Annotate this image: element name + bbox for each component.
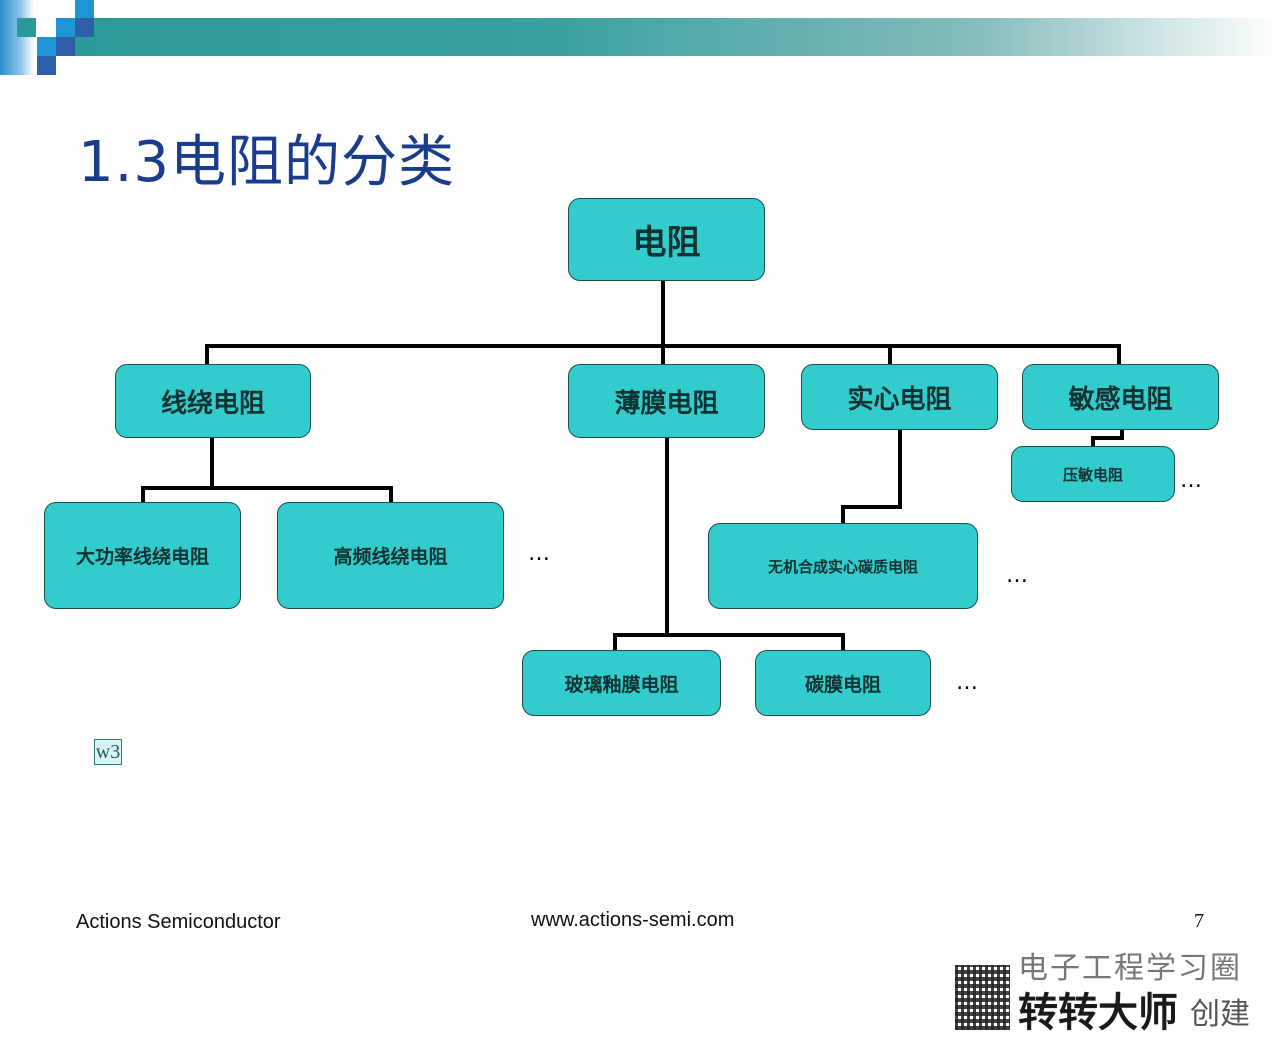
node-high-frequency-wire-wound: 高频线绕电阻 bbox=[277, 502, 504, 609]
header-square bbox=[75, 0, 94, 19]
node-label: 压敏电阻 bbox=[1062, 465, 1123, 484]
node-label: 电阻 bbox=[632, 223, 701, 263]
header-square bbox=[75, 18, 94, 37]
node-label: 高频线绕电阻 bbox=[333, 546, 448, 568]
connector-solid bbox=[841, 427, 902, 525]
footer-company: Actions Semiconductor bbox=[76, 911, 281, 933]
node-varistor: 压敏电阻 bbox=[1011, 446, 1175, 502]
node-label: 无机合成实心碳质电阻 bbox=[767, 557, 918, 576]
node-thin-film: 薄膜电阻 bbox=[568, 364, 765, 438]
header-square bbox=[56, 18, 75, 37]
node-solid: 实心电阻 bbox=[801, 364, 998, 430]
node-label: 碳膜电阻 bbox=[804, 673, 881, 696]
node-glass-glaze-film: 玻璃釉膜电阻 bbox=[522, 650, 721, 716]
more-wire-wound: … bbox=[528, 541, 553, 566]
node-high-power-wire-wound: 大功率线绕电阻 bbox=[44, 502, 241, 609]
slide-title: 1.3电阻的分类 bbox=[78, 130, 456, 195]
node-label: 薄膜电阻 bbox=[614, 388, 719, 419]
node-label: 线绕电阻 bbox=[160, 388, 265, 419]
watermark-brand: 转转大师 bbox=[1018, 990, 1178, 1036]
node-label: 实心电阻 bbox=[847, 384, 952, 415]
more-solid: … bbox=[1006, 563, 1031, 588]
more-thin-film: … bbox=[956, 670, 981, 695]
node-sensitive: 敏感电阻 bbox=[1022, 364, 1219, 430]
node-label: 玻璃釉膜电阻 bbox=[564, 673, 679, 696]
page-number: 7 bbox=[1194, 910, 1204, 932]
more-sensitive: … bbox=[1180, 468, 1205, 493]
header-square bbox=[56, 37, 75, 56]
node-carbon-film: 碳膜电阻 bbox=[755, 650, 931, 716]
node-inorganic-solid-carbon: 无机合成实心碳质电阻 bbox=[708, 523, 978, 609]
header-square bbox=[37, 37, 56, 56]
node-root: 电阻 bbox=[568, 198, 765, 281]
connector-sensitive bbox=[1091, 427, 1124, 449]
comment-marker[interactable]: w3 bbox=[94, 739, 122, 765]
header-bar bbox=[75, 18, 1280, 56]
node-wire-wound: 线绕电阻 bbox=[115, 364, 311, 438]
node-label: 大功率线绕电阻 bbox=[75, 546, 209, 568]
qr-code-icon bbox=[955, 965, 1010, 1030]
watermark-suffix: 创建 bbox=[1190, 997, 1250, 1032]
header-square bbox=[17, 18, 36, 37]
watermark-account: 电子工程学习圈 bbox=[1018, 951, 1242, 986]
header-square bbox=[37, 56, 56, 75]
node-label: 敏感电阻 bbox=[1068, 384, 1173, 415]
header-gradient-left bbox=[0, 0, 34, 75]
footer-website: www.actions-semi.com bbox=[531, 909, 735, 931]
